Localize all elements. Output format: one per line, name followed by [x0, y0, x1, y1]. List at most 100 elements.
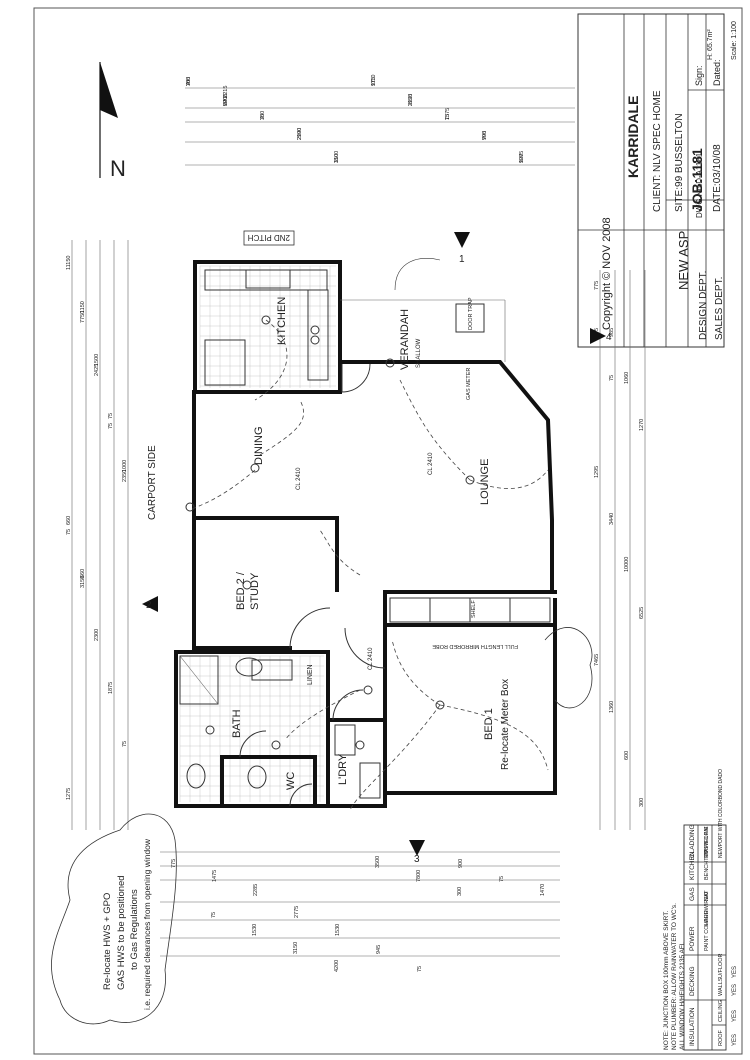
dimension-right: 600: [624, 751, 630, 760]
dimension-right: 7465: [594, 654, 600, 666]
client-text: CLIENT: NLV SPEC HOME: [652, 90, 663, 212]
site-text: SITE:99 BUSSELTON: [674, 113, 685, 212]
spec-subheader: ROOF: [718, 1029, 724, 1046]
section-3-label: 3: [414, 854, 420, 865]
dimension-left: 1875: [108, 682, 114, 694]
date-text: DATE:03/10/08: [712, 144, 723, 212]
dimension-left: 2425: [94, 364, 100, 376]
dimension-bottom: 3500: [375, 856, 381, 868]
robe-label: FULL LENGTH MIRRORED ROBE: [432, 643, 518, 649]
section-markers: 1 2 3 4: [142, 232, 612, 865]
tile-grid: [179, 265, 336, 802]
room-verandah: VERANDAH: [399, 309, 411, 370]
dimension-left: 660: [80, 569, 86, 578]
dimension-bottom: 300: [457, 887, 463, 896]
dimensions-top: 3007200300290031001110292513757909007590…: [186, 75, 525, 163]
dimension-right: 1295: [594, 466, 600, 478]
carport-side-label: CARPORT SIDE: [147, 445, 158, 520]
dimension-top: 2190: [297, 128, 303, 140]
light-points: [185, 315, 475, 750]
door-trap-label: DOOR TRAP: [468, 297, 474, 330]
area-text: H: 65.7m²: [707, 29, 714, 60]
dimension-left: 7750: [80, 311, 86, 323]
dimension-top: 790: [482, 131, 488, 140]
note-plumber: NOTE PLUMBER: ALLOW RAINWATER TO WC's.: [671, 903, 678, 1050]
dimension-left: 1150: [80, 301, 86, 313]
brand-name: KARRIDALE: [625, 96, 641, 178]
dimension-left: 75: [122, 741, 128, 747]
spec-header: POWER: [689, 926, 696, 951]
dimension-bottom: 4200: [334, 960, 340, 972]
room-lounge: LOUNGE: [479, 459, 491, 505]
sales-dept: SALES DEPT.: [714, 277, 725, 340]
dimension-bottom: 1530: [252, 924, 258, 936]
spec-value: YES: [732, 1010, 738, 1022]
dimension-top: 905: [482, 131, 488, 140]
external-walls: [174, 260, 557, 808]
hws-note-cloud: Re-locate HWS + GPO GAS HWS to be positi…: [51, 813, 177, 1025]
dimension-top: 900: [519, 154, 525, 163]
room-bed1: BED 1: [483, 708, 495, 740]
dimension-left: 11150: [66, 256, 72, 270]
gas-meter-label: GAS METER: [466, 368, 472, 400]
spec-subheader: BENCHTOP: [704, 849, 710, 880]
spec-value: YES: [732, 984, 738, 996]
dimension-right: 1360: [609, 701, 615, 713]
dimension-top: 900: [223, 97, 229, 106]
electrical-runs: [189, 319, 549, 811]
hws-note-line-1: Re-locate HWS + GPO: [102, 893, 113, 990]
dimension-left: 3150: [80, 576, 86, 588]
dimension-left: 1500: [94, 354, 100, 366]
spec-value: YES: [732, 1034, 738, 1046]
dimension-right: 10000: [624, 557, 630, 572]
spec-header: CLADDING: [689, 824, 696, 858]
scale-text: Scale: 1:100: [731, 21, 738, 60]
dimension-bottom: 3150: [293, 942, 299, 954]
dimension-left: 2300: [94, 629, 100, 641]
meter-cloud: [544, 627, 593, 709]
dimension-bottom: 775: [171, 859, 177, 868]
room-bed1-note: Re-locate Meter Box: [500, 679, 511, 770]
dimension-right: 3440: [609, 513, 615, 525]
dimension-top: 3150: [408, 94, 414, 106]
shelf-label: SHELF: [471, 600, 477, 618]
spec-header: GAS: [689, 887, 696, 901]
dimension-bottom: 2775: [294, 906, 300, 918]
copyright-text: Copyright © NOV 2008: [601, 217, 613, 330]
dimension-left: 75: [66, 529, 72, 535]
dimension-top: 1110: [371, 75, 377, 86]
dimension-top: 300: [260, 111, 266, 120]
section-2-arrow: [142, 596, 158, 612]
title-block: Copyright © NOV 2008 KARRIDALE CLIENT: N…: [577, 13, 738, 348]
fixtures: [179, 269, 551, 799]
room-bath: BATH: [231, 709, 243, 738]
plan-notes: NOTE: JUNCTION BOX 100mm ABOVE SKIRT. NO…: [663, 903, 686, 1050]
dimension-top: 705: [186, 77, 192, 86]
door-swings: [239, 363, 386, 807]
dimensions-left: 1115077502425752350753150230018757512751…: [66, 256, 128, 800]
dimension-bottom: 75: [499, 876, 505, 882]
north-arrow: N: [99, 62, 126, 181]
dimension-right: 775: [594, 281, 600, 290]
room-dining: DINING: [253, 427, 265, 466]
dimension-bottom: 1475: [212, 870, 218, 882]
dimension-right: 75: [609, 375, 615, 381]
spec-subheader: PAINT COLOUR: [704, 910, 710, 951]
spec-subheader: HARDWIRED: [704, 892, 710, 926]
section-1-arrow: [454, 232, 470, 248]
dimensions-right: 7759851060127012953440100006525746513606…: [594, 281, 645, 807]
dimension-top: 75: [260, 114, 266, 120]
ceiling-dining: CL 2410: [296, 467, 302, 490]
room-ldry: L'DRY: [337, 753, 349, 785]
spec-cladding-name: PRIMELINE: [704, 826, 710, 856]
spec-header: DECKING: [689, 966, 696, 996]
room-bed2-sub: STUDY: [249, 572, 261, 610]
spec-subheader: CEILING: [718, 1000, 724, 1022]
spec-subheader: NAT: [704, 890, 710, 901]
dimension-right: 75: [594, 328, 600, 334]
dimension-right: 300: [639, 798, 645, 807]
dated-field: Dated:: [712, 59, 722, 86]
north-label: N: [110, 156, 126, 181]
sign-field: Sign:: [694, 65, 704, 86]
